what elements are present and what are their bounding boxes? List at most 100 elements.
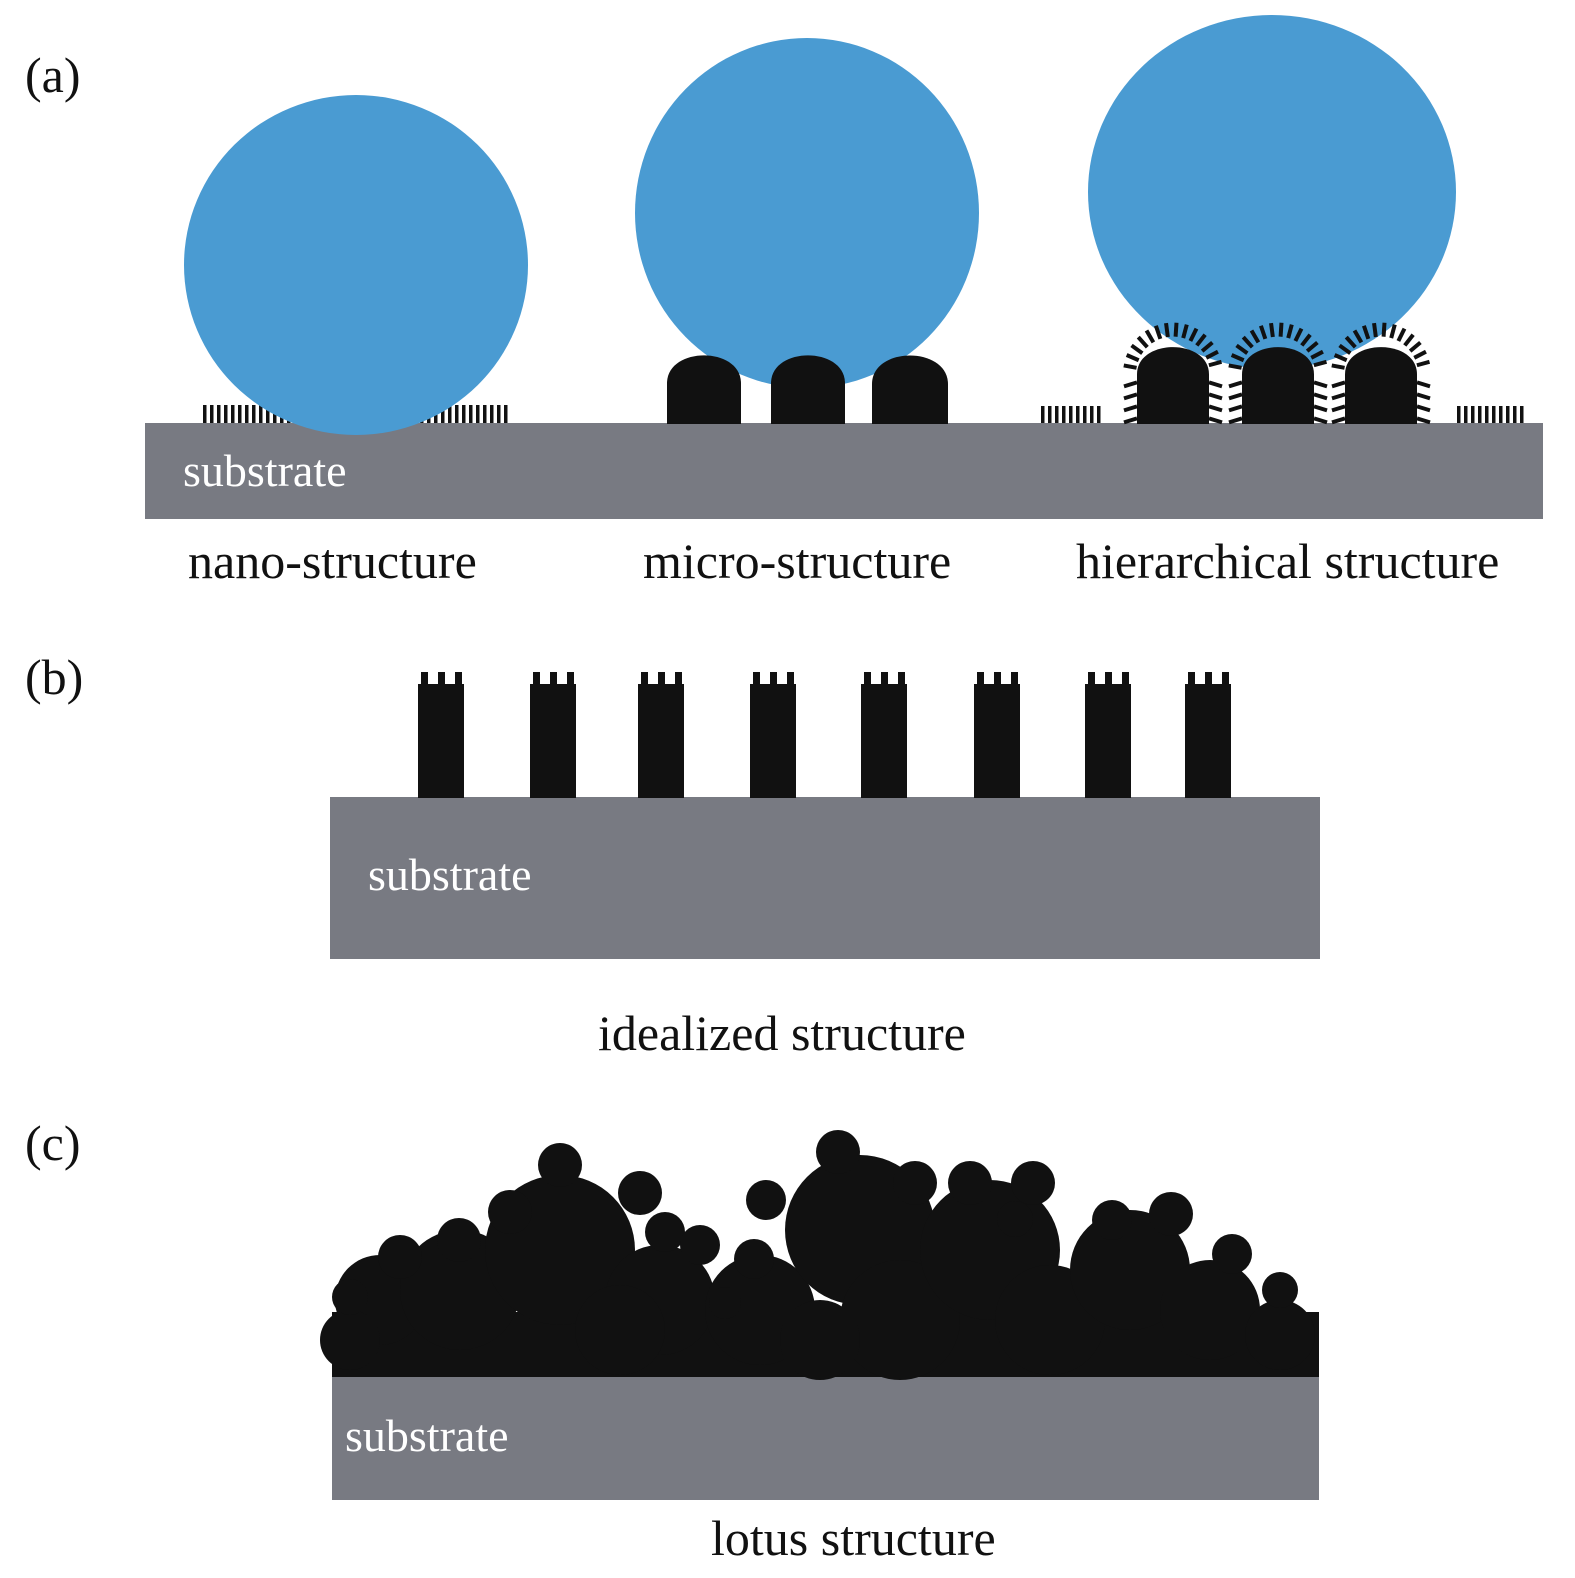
hierarchical-spike (1208, 416, 1223, 425)
caption-micro-structure: micro-structure (643, 533, 952, 589)
hierarchical-structure-bumps (1041, 322, 1524, 425)
hierarchical-spike (1344, 335, 1357, 349)
lotus-bump (780, 1300, 860, 1380)
panel-b-label: (b) (25, 649, 84, 705)
pillar-nano (753, 672, 760, 686)
nano-hair (469, 405, 473, 423)
pillar-nano (770, 672, 777, 686)
nano-hair (1055, 406, 1059, 423)
hierarchical-spike (1235, 343, 1249, 355)
lotus-bump (1070, 1210, 1190, 1330)
hierarchical-spike (1416, 380, 1431, 389)
pillar (638, 684, 684, 798)
lotus-bump (1262, 1272, 1298, 1308)
nano-hair (1069, 406, 1073, 423)
panel-a-label: (a) (25, 47, 81, 103)
hierarchical-spike (1228, 416, 1243, 425)
idealized-pillars (418, 672, 1231, 798)
pillar-nano (658, 672, 665, 686)
panel-c-drawing (320, 1130, 1319, 1500)
hierarchical-spike (1230, 353, 1245, 363)
pillar-nano (898, 672, 905, 686)
hierarchical-spike (1123, 404, 1138, 413)
pillar-nano (533, 672, 540, 686)
hierarchical-spike (1331, 380, 1346, 389)
hierarchical-spike (1259, 325, 1268, 340)
hierarchical-spike (1338, 343, 1352, 355)
nano-hair (497, 405, 501, 423)
lotus-bump (680, 1225, 720, 1265)
nano-hair (1090, 406, 1094, 423)
hierarchical-spike (1331, 392, 1346, 401)
pillar-nano (421, 672, 428, 686)
pillar (1185, 684, 1231, 798)
pillar (1085, 684, 1131, 798)
pillar-nano (1205, 672, 1212, 686)
lotus-bump (645, 1212, 685, 1252)
panel-c-substrate-label: substrate (345, 1410, 509, 1461)
nano-hair (231, 405, 235, 423)
hierarchical-spike (1123, 392, 1138, 401)
hierarchical-spike (1181, 324, 1189, 339)
pillar-nano (881, 672, 888, 686)
nano-hair (1520, 406, 1524, 423)
panel-b-substrate-label: substrate (368, 849, 532, 900)
nano-hair (1485, 406, 1489, 423)
hierarchical-spike (1173, 322, 1179, 337)
caption-hierarchical-structure: hierarchical structure (1076, 533, 1500, 589)
lotus-bump (332, 1279, 368, 1315)
lotus-bump (1092, 1200, 1132, 1240)
hierarchical-spike (1241, 335, 1254, 349)
lotus-bump (734, 1239, 774, 1279)
pillar-nano (1188, 672, 1195, 686)
micro-bump (667, 355, 741, 424)
hierarchical-bump (1242, 347, 1314, 424)
hierarchical-spike (1313, 359, 1328, 368)
pillar-nano (438, 672, 445, 686)
hierarchical-spike (1408, 340, 1422, 353)
hierarchical-spike (1195, 333, 1207, 347)
hierarchical-spike (1313, 416, 1328, 425)
lotus-bump (709, 1287, 741, 1319)
nano-hair (1097, 406, 1101, 423)
hierarchical-spike (1125, 353, 1140, 363)
hierarchical-spike (1416, 416, 1431, 425)
micro-bump (771, 355, 845, 424)
panel-a-droplets (184, 15, 1456, 435)
pillar (418, 684, 464, 798)
hierarchical-spike (1200, 340, 1214, 353)
hierarchical-spike (1293, 327, 1304, 342)
lotus-bump (948, 1161, 992, 1205)
hierarchical-spike (1228, 363, 1242, 370)
hierarchical-spike (1249, 329, 1261, 344)
panel-a-substrate-label: substrate (183, 445, 347, 496)
nano-hair (490, 405, 494, 423)
lotus-bump (1245, 1300, 1315, 1370)
hierarchical-spike (1362, 325, 1371, 340)
hierarchical-spike (1331, 363, 1345, 370)
lotus-bump (618, 1171, 662, 1215)
nano-hair (1506, 406, 1510, 423)
hierarchical-spike (1381, 322, 1387, 337)
lotus-bump (816, 1130, 860, 1174)
hierarchical-spike (1396, 327, 1407, 342)
hierarchical-spike (1313, 392, 1328, 401)
nano-hair (462, 405, 466, 423)
hierarchical-spike (1130, 343, 1144, 355)
pillar-nano (1222, 672, 1229, 686)
hierarchical-spike (1331, 416, 1346, 425)
hierarchical-spike (1269, 322, 1275, 338)
nano-hair (266, 405, 270, 423)
hierarchical-spike (1305, 340, 1319, 353)
hierarchical-spike (1208, 404, 1223, 413)
hierarchical-spike (1352, 329, 1364, 344)
nano-hair (1492, 406, 1496, 423)
pillar-nano (567, 672, 574, 686)
hierarchical-spike (1208, 359, 1223, 368)
pillar-nano (977, 672, 984, 686)
hierarchical-spike (1310, 349, 1324, 360)
nano-hair (217, 405, 221, 423)
droplet-micro (635, 38, 979, 388)
nano-hair (259, 405, 263, 423)
lotus-bump (378, 1235, 422, 1279)
